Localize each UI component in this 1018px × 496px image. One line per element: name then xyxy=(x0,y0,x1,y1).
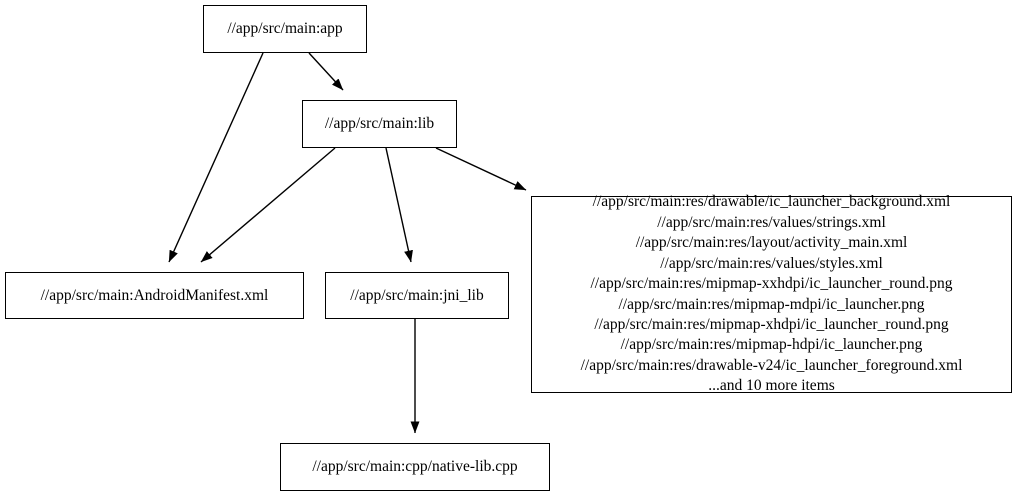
graph-node-jni-lib-label: //app/src/main:jni_lib xyxy=(350,286,484,304)
edge-lib-to-manifest xyxy=(200,147,336,263)
edge-app-to-lib xyxy=(308,52,344,91)
graph-node-android-manifest[interactable]: //app/src/main:AndroidManifest.xml xyxy=(5,272,304,319)
edge-lib-to-res xyxy=(435,147,527,191)
edge-app-to-manifest xyxy=(168,52,264,263)
edge-lib-to-jni-lib xyxy=(385,147,413,263)
graph-node-native-lib-cpp[interactable]: //app/src/main:cpp/native-lib.cpp xyxy=(280,443,550,491)
graph-node-res-group-label: //app/src/main:res/drawable/ic_launcher_… xyxy=(580,193,963,395)
graph-node-jni-lib[interactable]: //app/src/main:jni_lib xyxy=(325,272,509,319)
graph-node-native-lib-cpp-label: //app/src/main:cpp/native-lib.cpp xyxy=(312,458,518,476)
graph-node-android-manifest-label: //app/src/main:AndroidManifest.xml xyxy=(40,286,269,304)
graph-node-app-label: //app/src/main:app xyxy=(227,20,343,38)
graph-node-lib[interactable]: //app/src/main:lib xyxy=(302,100,457,148)
graph-node-res-group[interactable]: //app/src/main:res/drawable/ic_launcher_… xyxy=(531,193,1012,394)
graph-node-lib-label: //app/src/main:lib xyxy=(324,115,435,133)
graph-node-app[interactable]: //app/src/main:app xyxy=(203,5,367,53)
